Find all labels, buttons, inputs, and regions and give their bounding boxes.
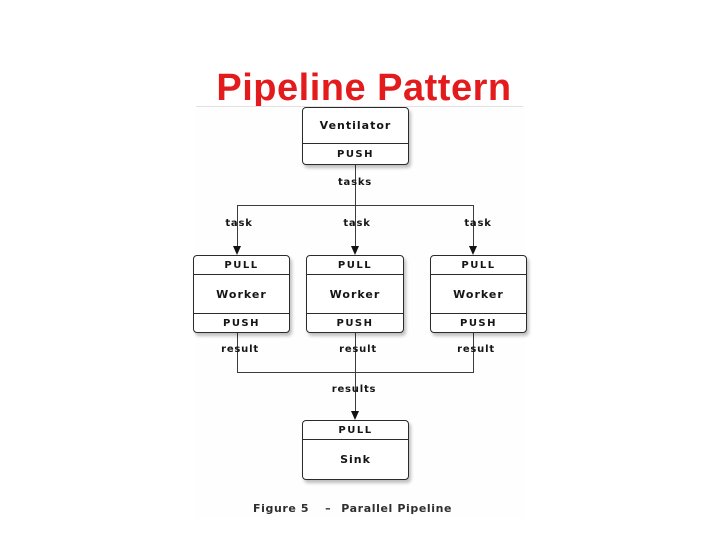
sink-label: Sink <box>303 439 408 479</box>
worker-box: PULL Worker PUSH <box>193 255 290 333</box>
result-flow-label: result <box>457 344 495 355</box>
connector-branch-right <box>473 205 474 248</box>
worker-push-socket: PUSH <box>431 313 526 332</box>
connector-result-right <box>473 333 474 372</box>
task-flow-label: task <box>464 218 492 229</box>
worker-push-socket: PUSH <box>194 313 289 332</box>
figure-caption-number: Figure 5 <box>253 502 310 515</box>
sink-pull-socket: PULL <box>338 424 373 436</box>
worker-label: Worker <box>194 274 289 313</box>
connector-ventilator-down <box>355 165 356 248</box>
worker-label: Worker <box>431 274 526 313</box>
connector-branch-horizontal <box>237 205 474 206</box>
arrow-down-icon <box>233 246 241 255</box>
result-flow-label: result <box>221 344 259 355</box>
tasks-flow-label: tasks <box>337 177 373 188</box>
figure-caption-title: Parallel Pipeline <box>341 502 453 515</box>
sink-box: PULL Sink <box>302 420 409 480</box>
slide-title: Pipeline Pattern <box>216 67 512 110</box>
figure-top-edge-line <box>196 106 523 107</box>
ventilator-box: Ventilator PUSH <box>302 107 409 165</box>
worker-pull-socket: PULL <box>461 259 496 271</box>
results-flow-label: results <box>331 384 377 395</box>
figure-caption: Figure 5 – Parallel Pipeline <box>253 502 452 515</box>
result-flow-label: result <box>339 344 377 355</box>
figure-caption-dash: – <box>325 502 332 515</box>
connector-result-left <box>237 333 238 372</box>
task-flow-label: task <box>343 218 371 229</box>
arrow-down-icon <box>351 246 359 255</box>
worker-label: Worker <box>307 274 403 313</box>
worker-pull-socket: PULL <box>337 259 373 271</box>
connector-sink-down <box>355 372 356 413</box>
worker-pull-socket: PULL <box>224 259 259 271</box>
ventilator-push-socket: PUSH <box>303 143 408 164</box>
task-flow-label: task <box>225 218 253 229</box>
connector-result-middle <box>355 333 356 372</box>
worker-box: PULL Worker PUSH <box>430 255 527 333</box>
ventilator-label: Ventilator <box>319 119 392 132</box>
arrow-down-icon <box>351 411 359 420</box>
worker-box: PULL Worker PUSH <box>306 255 404 333</box>
arrow-down-icon <box>469 246 477 255</box>
worker-push-socket: PUSH <box>307 313 403 332</box>
connector-branch-left <box>237 205 238 248</box>
